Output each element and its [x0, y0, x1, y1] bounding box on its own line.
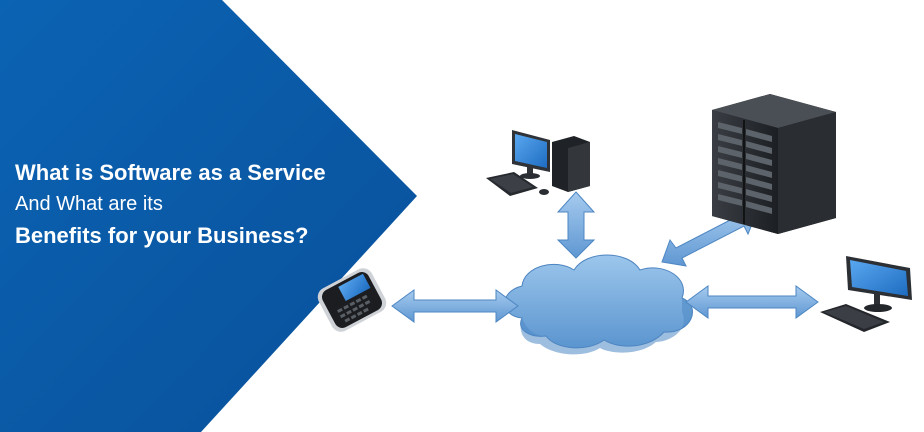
cloud-icon [504, 254, 693, 355]
headline-line-1: What is Software as a Service [15, 160, 326, 185]
server-rack-icon [712, 94, 836, 234]
headline-line-2: And What are its [15, 193, 163, 215]
monitor-keyboard-icon [820, 256, 912, 332]
headline-line-3: Benefits for your Business? [15, 223, 309, 248]
double-arrow-icon [685, 285, 819, 319]
desktop-computer-icon [486, 130, 590, 196]
double-arrow-icon [391, 289, 519, 323]
headline: What is Software as a Service And What a… [15, 158, 395, 252]
smartphone-icon [317, 268, 387, 332]
double-arrow-icon [556, 191, 596, 259]
